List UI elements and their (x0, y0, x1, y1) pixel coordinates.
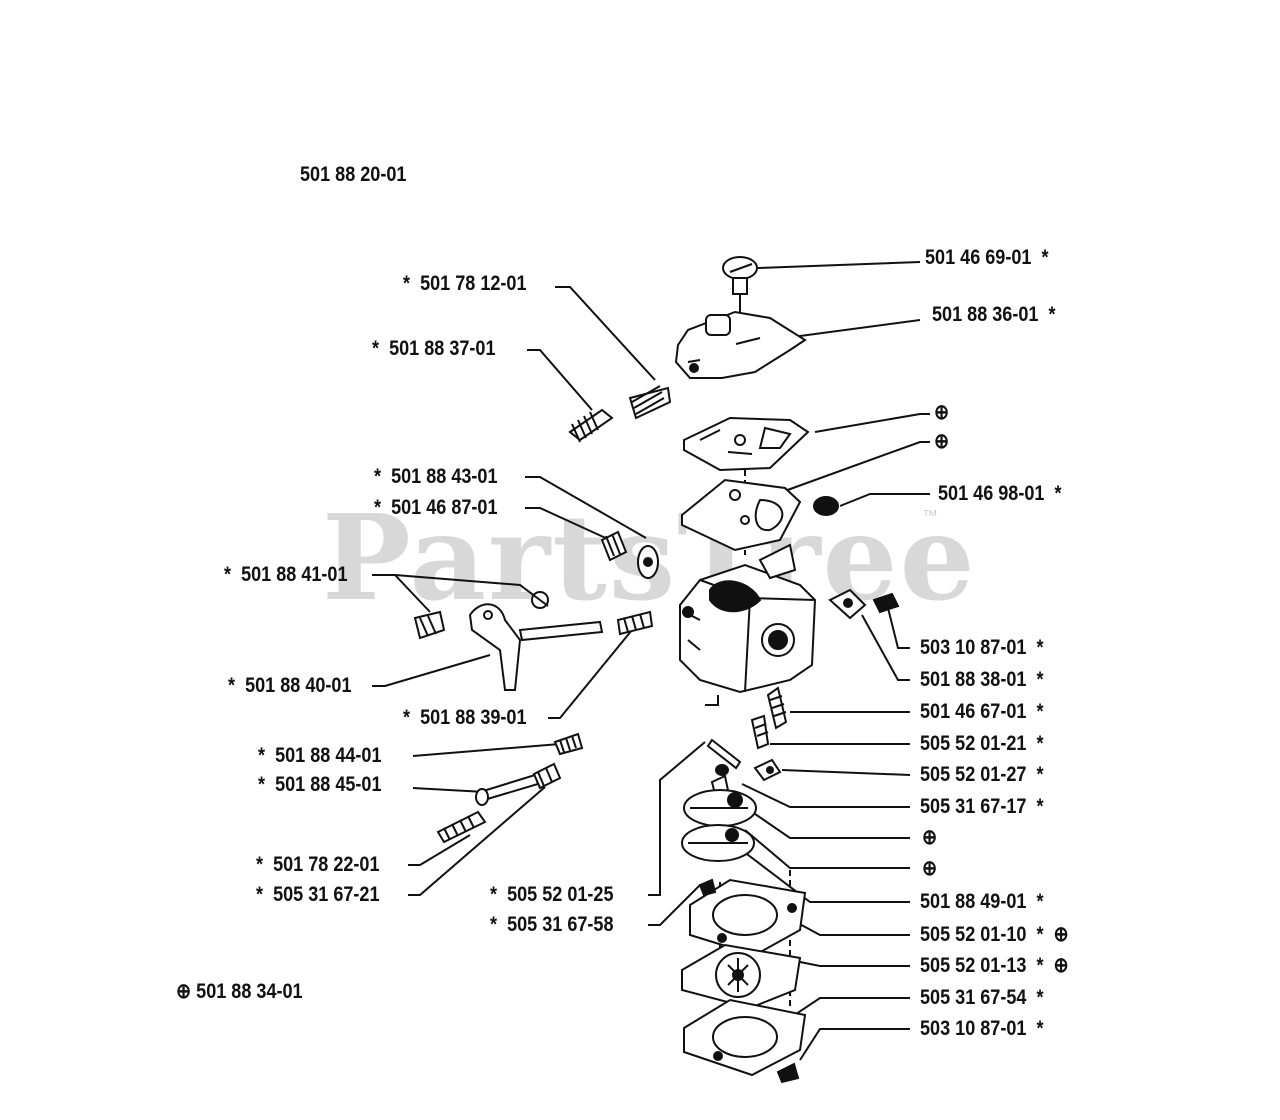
part-label[interactable]: * 501 46 87-01 (374, 496, 498, 519)
part-label[interactable]: * 501 88 40-01 (228, 674, 352, 697)
part-label[interactable]: * 505 31 67-58 (490, 913, 614, 936)
needles-lower (436, 732, 742, 844)
pump-cover (674, 310, 807, 379)
part-label[interactable]: 505 31 67-17 * (920, 795, 1044, 818)
pump-diaphragm (681, 478, 802, 552)
part-label[interactable]: * 501 78 12-01 (403, 272, 527, 295)
part-label[interactable]: 501 46 69-01 * (925, 246, 1049, 269)
part-label[interactable]: * 501 88 39-01 (403, 706, 527, 729)
metering-stack (681, 764, 757, 862)
part-label[interactable]: * 501 88 43-01 (374, 465, 498, 488)
leader-lines (372, 261, 930, 1061)
part-label[interactable]: 501 46 67-01 * (920, 700, 1044, 723)
kit-marker-label: ⊕ (922, 826, 938, 849)
right-fittings (750, 588, 900, 782)
part-label[interactable]: 501 88 38-01 * (920, 668, 1044, 691)
part-label[interactable]: * 501 88 41-01 (224, 563, 348, 586)
part-label[interactable]: 505 52 01-21 * (920, 732, 1044, 755)
kit-marker-label: ⊕ (922, 857, 938, 880)
needle-spring-upper (568, 385, 672, 443)
part-label[interactable]: 505 52 01-27 * (920, 763, 1044, 786)
screw-top (722, 256, 758, 295)
part-label[interactable]: 505 52 01-10 * ⊕ (920, 923, 1069, 946)
trademark-mark: ™ (922, 508, 938, 525)
part-label[interactable]: * 505 31 67-21 (256, 883, 380, 906)
lower-gaskets (681, 878, 807, 1084)
part-label[interactable]: * 501 88 37-01 (372, 337, 496, 360)
part-label[interactable]: * 501 88 44-01 (258, 744, 382, 767)
part-label[interactable]: * 505 52 01-25 (490, 883, 614, 906)
kit-code: 501 88 20-01 (300, 163, 407, 186)
part-label[interactable]: * 501 78 22-01 (256, 853, 380, 876)
kit-marker-label: ⊕ (934, 401, 950, 424)
carburetor-body (679, 543, 817, 694)
part-label[interactable]: 505 52 01-13 * ⊕ (920, 954, 1069, 977)
throttle-shaft (413, 591, 654, 691)
kit-footnote: ⊕ 501 88 34-01 (176, 980, 303, 1003)
filter-screen (813, 496, 839, 516)
inlet-fitting (600, 530, 659, 579)
part-label[interactable]: 501 88 36-01 * (932, 303, 1056, 326)
part-label[interactable]: 501 46 98-01 * (938, 482, 1062, 505)
part-label[interactable]: 503 10 87-01 * (920, 1017, 1044, 1040)
part-label[interactable]: * 501 88 45-01 (258, 773, 382, 796)
part-label[interactable]: 503 10 87-01 * (920, 636, 1044, 659)
gasket-upper (683, 416, 810, 472)
kit-marker-label: ⊕ (934, 430, 950, 453)
part-label[interactable]: 501 88 49-01 * (920, 890, 1044, 913)
part-label[interactable]: 505 31 67-54 * (920, 986, 1044, 1009)
